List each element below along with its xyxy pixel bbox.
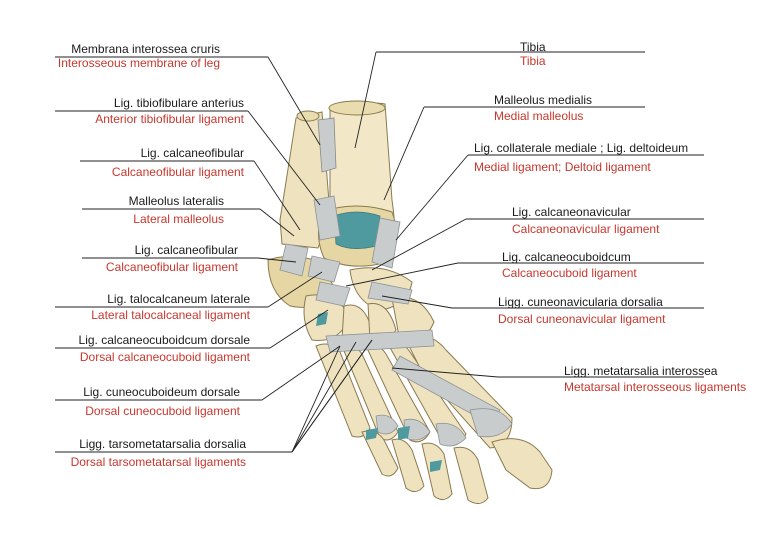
- left-label-6-english: Lateral talocalcaneal ligament: [91, 308, 250, 322]
- right-label-6-english: Dorsal cuneonavicular ligament: [498, 312, 666, 326]
- right-label-1-english: Tibia: [520, 54, 546, 68]
- interosseous-membrane: [317, 117, 337, 173]
- left-label-9-english: Dorsal tarsometatarsal ligaments: [70, 455, 246, 469]
- cartilage-toe-5: [366, 428, 378, 440]
- left-label-3-latin: Lig. calcaneofibular: [140, 146, 244, 160]
- right-label-4-latin: Lig. calcaneonavicular: [512, 205, 631, 219]
- calcaneofibular-ligament: [279, 243, 309, 277]
- deltoid-ligament: [371, 217, 401, 269]
- leader-line: [253, 160, 301, 231]
- mtp-joint-capsule-3: [403, 418, 431, 441]
- phalanges: [361, 430, 553, 504]
- leader-line: [391, 367, 499, 378]
- leader-line: [267, 271, 323, 308]
- leader-line: [381, 295, 453, 309]
- left-label-2-latin: Lig. tibiofibulare anterius: [113, 96, 244, 110]
- left-label-8-english: Dorsal cuneocuboid ligament: [85, 404, 240, 418]
- right-label-7-english: Metatarsal interosseous ligaments: [564, 380, 747, 394]
- right-label-2-english: Medial malleolus: [494, 109, 584, 123]
- leader-lines: [55, 51, 704, 453]
- right-label-3-english: Medial ligament; Deltoid ligament: [474, 160, 651, 174]
- leader-line: [261, 345, 341, 401]
- tibia-cut-surface: [328, 100, 386, 116]
- cuneonavicular-ligament: [367, 281, 413, 305]
- left-label-7-english: Dorsal calcaneocuboid ligament: [79, 350, 250, 364]
- toe-1: [491, 438, 553, 490]
- leader-line: [371, 218, 467, 271]
- right-label-6-latin: Ligg. cuneonavicularia dorsalia: [498, 295, 663, 309]
- leader-line: [354, 51, 377, 149]
- leader-line: [267, 56, 321, 146]
- leader-line: [291, 345, 341, 453]
- left-label-4-english: Lateral malleolus: [133, 212, 224, 226]
- left-label-2-english: Anterior tibiofibular ligament: [95, 112, 244, 126]
- right-label-7-latin: Ligg. metatarsalia interossea: [564, 364, 718, 378]
- left-label-1-latin: Membrana interossea cruris: [71, 42, 220, 56]
- leader-line: [257, 257, 297, 263]
- leader-line: [269, 309, 329, 349]
- leader-line: [247, 110, 321, 206]
- leader-line: [291, 341, 357, 453]
- toe-2: [453, 446, 489, 504]
- left-label-4-latin: Malleolus lateralis: [128, 194, 224, 208]
- leader-line: [291, 339, 373, 453]
- right-label-3-latin: Lig. collaterale mediale ; Lig. deltoide…: [474, 141, 689, 155]
- right-label-4-english: Calcaneonavicular ligament: [512, 222, 660, 236]
- leader-line: [345, 262, 459, 287]
- left-label-3-english: Calcaneofibular ligament: [111, 165, 244, 179]
- left-label-9-latin: Ligg. tarsometatarsalia dorsalia: [79, 437, 246, 451]
- mtp-joint-capsule-2: [435, 422, 467, 447]
- right-label-2-latin: Malleolus medialis: [494, 93, 593, 107]
- left-label-1-english: Interosseous membrane of leg: [57, 56, 220, 70]
- right-label-1-latin: Tibia: [520, 40, 546, 54]
- talus-cartilage: [333, 211, 381, 249]
- tibiofibular-ligament: [313, 195, 341, 241]
- leader-line: [259, 208, 295, 237]
- left-label-8-latin: Lig. cuneocuboideum dorsale: [83, 385, 240, 399]
- left-label-5-latin: Lig. calcaneofibular: [134, 243, 238, 257]
- left-label-6-latin: Lig. talocalcaneum laterale: [107, 292, 250, 306]
- left-label-7-latin: Lig. calcaneocuboidcum dorsale: [78, 333, 250, 347]
- right-label-5-latin: Lig. calcaneocuboidcum: [502, 250, 631, 264]
- calcaneocuboid-ligament: [315, 281, 351, 307]
- cartilage-toe-3: [430, 460, 442, 472]
- mtp-joint-capsule-1: [469, 408, 513, 438]
- right-label-5-english: Calcaneocuboid ligament: [502, 266, 637, 280]
- metatarsal-5: [315, 343, 371, 438]
- fibula-cut-surface: [296, 110, 320, 122]
- toe-3: [421, 442, 453, 500]
- left-label-5-english: Calcaneofibular ligament: [105, 260, 238, 274]
- leader-line: [395, 154, 469, 241]
- leader-line: [383, 106, 425, 201]
- mtp-joint-capsule-4: [375, 414, 399, 435]
- cartilage-toe-4: [398, 426, 410, 440]
